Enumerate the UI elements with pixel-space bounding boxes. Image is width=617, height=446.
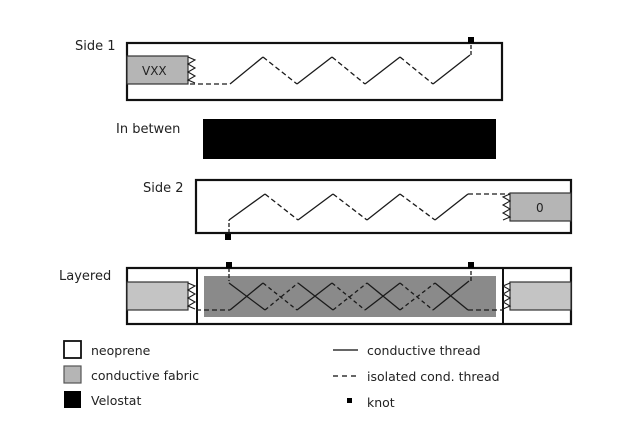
side2-label: Side 2 [143,181,184,196]
knot-icon [468,262,474,268]
legend-velostat-label: Velostat [91,393,141,408]
layered-stitch-left [186,282,197,310]
knot-icon [225,234,231,240]
between-group: In betwen [116,119,496,159]
conductive-thread-segment [229,56,264,85]
knot-icon [468,37,474,43]
isolated-thread-segment [399,193,436,221]
conductive-thread-segment [366,193,401,221]
velostat-swatch [64,391,81,408]
isolated-thread-segment [262,282,298,311]
side2-fabric-label: 0 [536,201,544,215]
knot-icon [226,262,232,268]
conductive-thread-segment [434,282,469,311]
legend-conductive-fabric-label: conductive fabric [91,368,199,383]
conductive-thread-segment [366,282,401,311]
conductive-thread-segment [296,56,333,85]
conductive-thread-segment [228,193,266,221]
conductive-thread-segment [432,54,471,85]
conductive-thread-segment [297,282,334,311]
legend-neoprene-label: neoprene [91,343,151,358]
side2-group: Side 2 0 [143,178,573,240]
legend-knot-label: knot [367,395,395,410]
layered-conductive-fabric-right [509,281,572,311]
side1-thread [190,43,472,85]
side2-stitch [501,193,512,221]
conductive-thread-segment [364,56,401,85]
legend-conductive-thread-label: conductive thread [367,343,481,358]
legend: neoprene conductive fabric Velostat cond… [63,340,500,410]
conductive-thread-segment [228,282,266,311]
isolated-thread-segment [264,193,299,221]
layered-label: Layered [59,269,111,284]
isolated-thread-segment [332,282,368,311]
neoprene-swatch [63,340,82,359]
conductive-thread-segment [297,193,334,221]
side1-conductive-fabric [126,55,189,85]
side2-thread [228,193,510,233]
conductive-fabric-swatch [63,365,82,384]
isolated-thread-segment [332,193,368,221]
isolated-thread-segment [331,282,366,311]
side1-stitch [186,56,197,84]
legend-isolated-thread-label: isolated cond. thread [367,369,500,384]
layered-stitch-right [501,282,512,310]
layered-conductive-fabric-left [126,281,189,311]
isolated-thread-segment [262,56,298,85]
side1-label: Side 1 [75,39,116,54]
between-label: In betwen [116,122,180,137]
isolated-thread-segment [399,56,434,85]
side2-conductive-fabric [509,192,572,222]
isolated-thread-segment [399,282,436,311]
side1-fabric-label: VXX [142,64,167,78]
isolated-thread-segment [264,282,299,311]
layered-threads [196,268,503,311]
side1-group: Side 1 VXX [75,37,504,102]
knot-icon [347,398,352,403]
conductive-thread-segment [434,193,469,221]
velostat-layer [203,119,496,159]
layered-group: Layered [59,262,573,326]
isolated-thread-segment [331,56,366,85]
